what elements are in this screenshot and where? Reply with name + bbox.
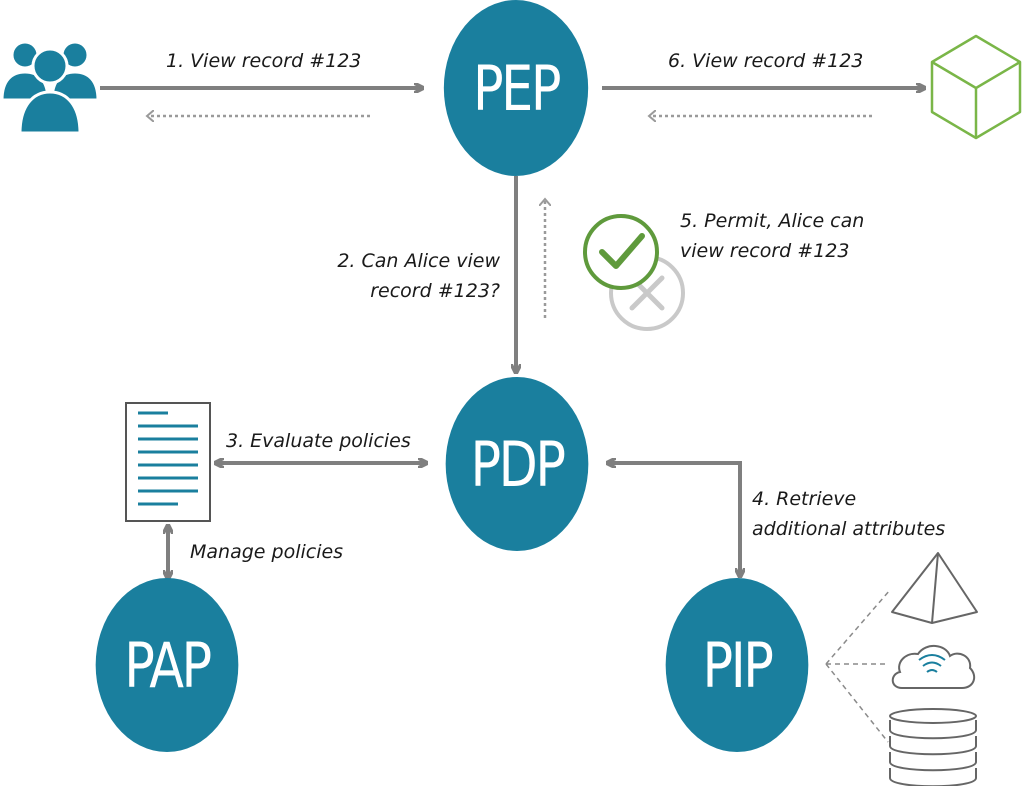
label-step3: 3. Evaluate policies <box>226 430 411 452</box>
pdp-node: PDP <box>445 377 589 551</box>
users-group-icon <box>0 40 100 135</box>
checkmark-circle-icon <box>583 214 659 290</box>
document-icon <box>125 402 211 522</box>
arrow-pdp-pip <box>608 463 740 576</box>
label-manage-policies: Manage policies <box>190 541 344 563</box>
label-step1: 1. View record #123 <box>166 50 362 72</box>
pep-node: PEP <box>443 0 589 176</box>
pip-node: PIP <box>665 578 809 752</box>
label-step4-line1: 4. Retrieve <box>752 488 857 510</box>
label-step5-line1: 5. Permit, Alice can <box>680 210 865 232</box>
label-step5-line2: view record #123 <box>680 240 850 262</box>
cloud-icon <box>891 645 976 689</box>
pip-source-connectors <box>825 589 891 743</box>
label-step2-line1: 2. Can Alice view <box>337 250 500 272</box>
cube-icon <box>930 34 1022 140</box>
label-step2-line2: record #123? <box>370 280 500 302</box>
label-step6: 6. View record #123 <box>668 50 864 72</box>
pyramid-icon <box>891 552 978 624</box>
pap-node: PAP <box>95 578 239 752</box>
database-icon <box>889 708 977 786</box>
label-step4-line2: additional attributes <box>752 518 946 540</box>
